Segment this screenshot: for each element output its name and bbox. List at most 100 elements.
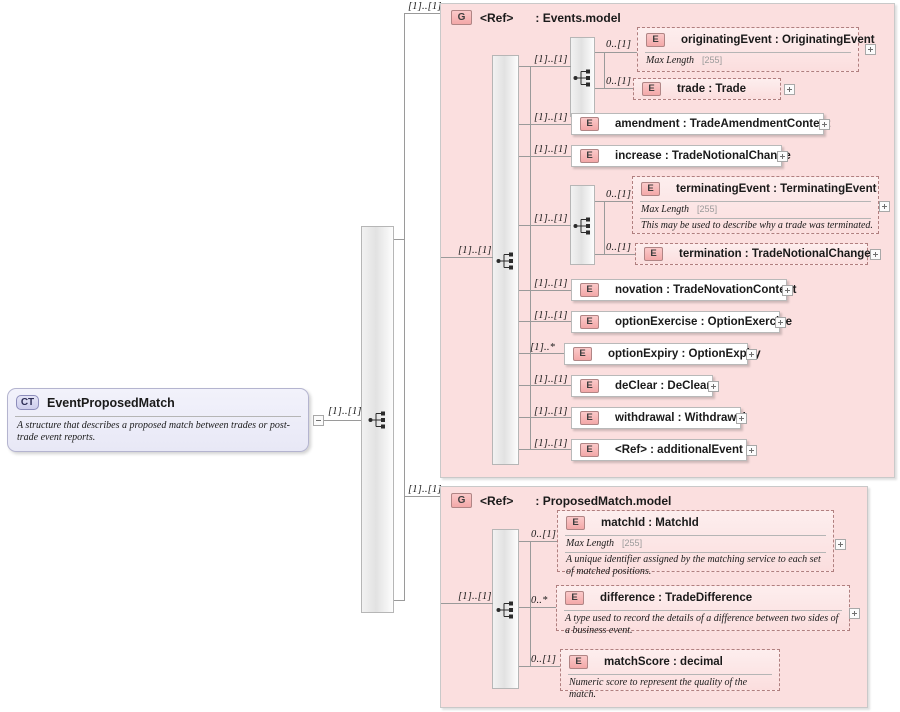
node-withdrawal[interactable]: E withdrawal : Withdrawal <box>571 407 746 429</box>
connector-outer-spine2 <box>404 492 405 600</box>
node-novation[interactable]: E novation : TradeNovationContent <box>571 279 796 301</box>
node-matchid[interactable]: E matchId : MatchId Max Length[255] A un… <box>557 510 834 577</box>
expand-toggle-icon[interactable] <box>782 285 793 296</box>
node-additionalevent[interactable]: E <Ref> : additionalEvent <box>571 439 747 461</box>
connector-branch <box>595 201 605 202</box>
element-tag-icon: E <box>573 347 592 361</box>
node-name: amendment : TradeAmendmentContent <box>615 118 831 130</box>
group-ref-label: <Ref> <box>480 10 514 25</box>
node-header: E matchId : MatchId <box>566 516 699 530</box>
element-tag-icon: E <box>580 379 599 393</box>
node-name: originatingEvent : OriginatingEvent <box>681 34 875 46</box>
originating-trade-choice-bar[interactable] <box>570 37 595 117</box>
expand-toggle-icon[interactable] <box>879 201 890 212</box>
node-name: matchId : MatchId <box>601 517 699 529</box>
node-optionexpiry[interactable]: E optionExpiry : OptionExpiry <box>564 343 761 365</box>
cardinality-events-choice: [1]..[1] <box>458 245 492 256</box>
node-name: <Ref> : additionalEvent <box>615 444 743 456</box>
element-tag-icon: E <box>580 149 599 163</box>
node-optionexercise[interactable]: E optionExercise : OptionExercise <box>571 311 792 333</box>
expand-toggle-icon[interactable] <box>775 317 786 328</box>
connector-branch <box>519 321 571 322</box>
node-header: E trade : Trade <box>642 82 746 96</box>
connector-events-spine <box>530 66 531 450</box>
collapse-toggle-icon[interactable] <box>313 415 324 426</box>
element-tag-icon: E <box>580 117 599 131</box>
cardinality-termination: 0..[1] <box>606 242 632 253</box>
node-amendment[interactable]: E amendment : TradeAmendmentContent <box>571 113 830 135</box>
connector-outer-spine <box>404 239 405 492</box>
node-originatingevent[interactable]: E originatingEvent : OriginatingEvent Ma… <box>637 27 875 72</box>
connector-nested-choice1-in <box>530 66 571 67</box>
cardinality-events-model: [1]..[1] <box>408 1 442 12</box>
outer-sequence-bar[interactable] <box>361 226 394 613</box>
connector-to-matchscore <box>530 666 560 667</box>
divider <box>15 416 301 417</box>
facet-value: [255] <box>702 55 723 65</box>
expand-toggle-icon[interactable] <box>819 119 830 130</box>
node-terminatingevent[interactable]: E terminatingEvent : TerminatingEvent Ma… <box>632 176 879 234</box>
connector-to-originatingevent <box>604 52 637 53</box>
element-tag-icon: E <box>569 655 588 669</box>
expand-toggle-icon[interactable] <box>865 44 876 55</box>
node-difference[interactable]: E difference : TradeDifference A type us… <box>556 585 850 636</box>
node-termination[interactable]: E termination : TradeNotionalChange <box>635 243 871 265</box>
choice-compositor-icon <box>496 601 513 619</box>
facet-label: Max Length <box>566 538 615 549</box>
terminating-termination-choice-bar[interactable] <box>570 185 595 265</box>
expand-toggle-icon[interactable] <box>777 151 788 162</box>
choice-compositor-icon <box>573 217 590 235</box>
cardinality-novation: [1]..[1] <box>534 278 568 289</box>
node-name: trade : Trade <box>677 83 747 95</box>
connector-branch <box>519 607 531 608</box>
group-tag-icon: G <box>451 10 472 25</box>
connector-to-trade <box>604 88 633 89</box>
expand-toggle-icon[interactable] <box>849 608 860 619</box>
node-name: novation : TradeNovationContent <box>615 284 797 296</box>
node-trade[interactable]: E trade : Trade <box>633 78 781 100</box>
expand-toggle-icon[interactable] <box>835 539 846 550</box>
connector-to-events-model <box>404 13 440 14</box>
connector-branch <box>595 88 605 89</box>
cardinality-trade: 0..[1] <box>606 76 632 87</box>
facet-maxlength: Max Length[255] <box>641 204 717 215</box>
cardinality-proposedmatch-model: [1]..[1] <box>408 484 442 495</box>
group-ref-label: <Ref> <box>480 493 514 508</box>
divider <box>565 535 826 536</box>
cardinality-optionexpiry: [1]..* <box>530 342 556 353</box>
node-header: E originatingEvent : OriginatingEvent <box>646 33 875 47</box>
expand-toggle-icon[interactable] <box>784 84 795 95</box>
connector-events-choice-in <box>441 257 493 258</box>
complextype-header: CT EventProposedMatch <box>16 395 175 410</box>
node-header: E matchScore : decimal <box>569 655 723 669</box>
expand-toggle-icon[interactable] <box>746 349 757 360</box>
complextype-eventproposedmatch[interactable]: CT EventProposedMatch A structure that d… <box>7 388 309 452</box>
events-model-choice-bar[interactable] <box>492 55 519 465</box>
connector-branch <box>519 124 571 125</box>
node-name: terminatingEvent : TerminatingEvent <box>676 183 877 195</box>
group-proposedmatch-model-header: G <Ref> : ProposedMatch.model <box>451 493 671 508</box>
node-declear[interactable]: E deClear : DeClear <box>571 375 713 397</box>
facet-maxlength: Max Length[255] <box>646 55 722 66</box>
expand-toggle-icon[interactable] <box>708 381 719 392</box>
node-header: E difference : TradeDifference <box>565 591 752 605</box>
divider <box>564 610 842 611</box>
expand-toggle-icon[interactable] <box>736 413 747 424</box>
expand-toggle-icon[interactable] <box>746 445 757 456</box>
node-matchscore[interactable]: E matchScore : decimal Numeric score to … <box>560 649 780 700</box>
connector-branch <box>519 290 571 291</box>
cardinality-difference: 0..* <box>531 595 548 606</box>
complextype-documentation: A structure that describes a proposed ma… <box>17 420 290 443</box>
node-name: difference : TradeDifference <box>600 592 753 604</box>
proposedmatch-choice-bar[interactable] <box>492 529 519 689</box>
connector-outer-a <box>394 239 405 240</box>
cardinality-increase: [1]..[1] <box>534 144 568 155</box>
expand-toggle-icon[interactable] <box>870 249 881 260</box>
cardinality-originatingevent: 0..[1] <box>606 39 632 50</box>
connector-branch <box>519 385 571 386</box>
connector-nested-choice2-in <box>530 225 571 226</box>
cardinality-additionalevent: [1]..[1] <box>534 438 568 449</box>
node-increase[interactable]: E increase : TradeNotionalChange <box>571 145 791 167</box>
node-documentation: Numeric score to represent the quality o… <box>569 677 748 700</box>
element-tag-icon: E <box>580 283 599 297</box>
